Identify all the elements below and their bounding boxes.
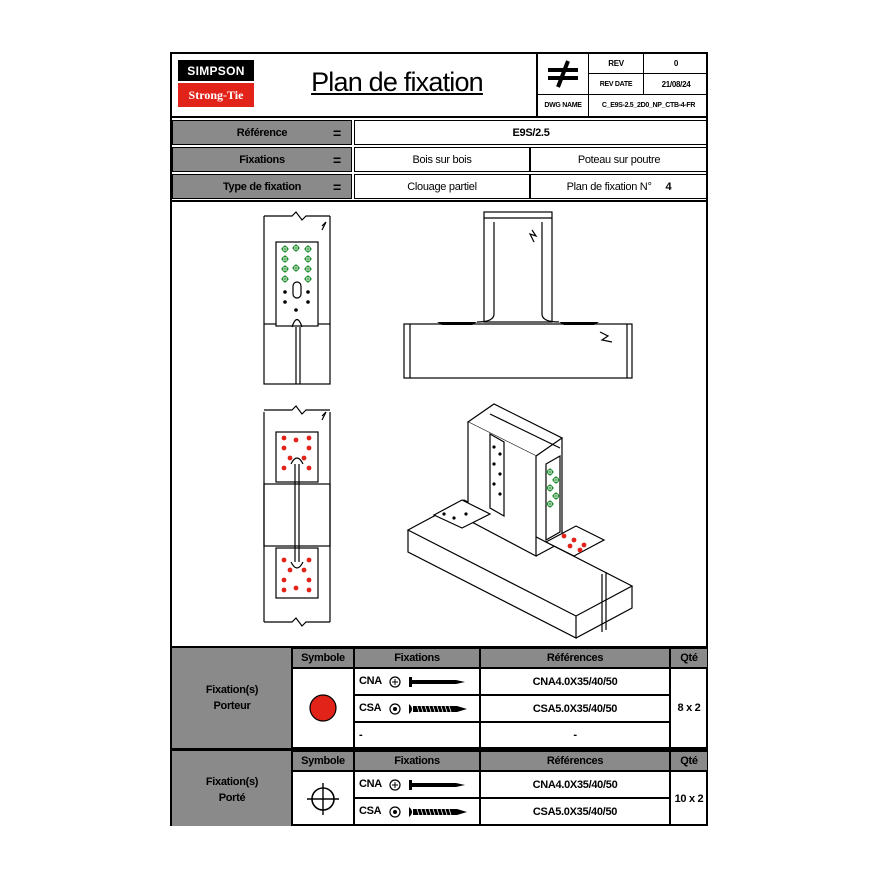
plan-number-cell: Plan de fixation N° 4: [530, 174, 708, 199]
divider: [172, 646, 706, 648]
porte-fixation-row: CSA: [354, 798, 480, 826]
porteur-label-2: Porteur: [213, 700, 251, 712]
porte-col-qte: Qté: [670, 751, 708, 771]
isometric-view: [406, 403, 634, 639]
equals-sign: =: [333, 124, 341, 141]
fixation-type: CSA: [359, 702, 382, 714]
type-value: Clouage partiel: [354, 174, 530, 199]
drawing-sheet: SIMPSON Strong-Tie Plan de fixation DWG …: [170, 52, 708, 826]
reference-label: Référence: [236, 126, 288, 139]
porteur-fixation-row: -: [354, 722, 480, 748]
porteur-group-cell: [172, 648, 292, 748]
porteur-fixation-row: CSA: [354, 695, 480, 722]
dwg-name-label: DWG NAME: [544, 101, 582, 109]
reference-value: E9S/2.5: [354, 120, 708, 145]
connection-drawing: [263, 211, 634, 639]
page-title: Plan de fixation: [311, 66, 484, 97]
fixation-type: CSA: [359, 805, 382, 817]
header-divider: [536, 54, 538, 116]
fixations-value-2: Poteau sur poutre: [530, 147, 708, 172]
porte-group-cell: [172, 751, 292, 826]
red-filled-circle-icon: [309, 694, 337, 722]
porte-label-1: Fixation(s): [205, 776, 259, 788]
info-label-bg: [172, 120, 352, 145]
fixation-type: CNA: [359, 778, 382, 790]
fixation-type: CNA: [359, 675, 382, 687]
plan-view: [263, 405, 331, 627]
green-crosshair-circle-icon: [307, 782, 339, 815]
plan-label: Plan de fixation N°: [566, 180, 652, 193]
header-divider: [538, 94, 708, 95]
type-label: Type de fixation: [222, 180, 302, 193]
porteur-qte: 8 x 2: [670, 668, 708, 748]
strong-tie-logo: Strong-Tie: [178, 83, 254, 107]
cna-nail-icon: [389, 779, 465, 791]
not-equal-icon: [538, 54, 588, 94]
side-view: [403, 211, 633, 379]
csa-screw-icon: [389, 806, 467, 818]
rev-value: 0: [644, 54, 708, 74]
divider: [172, 200, 706, 202]
porte-reference: CNA4.0X35/40/50: [480, 771, 670, 798]
porte-col-symbole: Symbole: [292, 751, 354, 771]
porte-col-fixations: Fixations: [354, 751, 480, 771]
cna-nail-icon: [389, 676, 465, 688]
fixation-type: -: [359, 729, 363, 741]
rev-label: REV: [589, 54, 644, 74]
porteur-reference: CNA4.0X35/40/50: [480, 668, 670, 695]
divider: [172, 116, 706, 118]
dwg-name-value: C_E9S-2.5_2D0_NP_CTB-4-FR: [601, 101, 696, 109]
porteur-fixation-row: CNA: [354, 668, 480, 695]
porte-label-2: Porté: [218, 792, 246, 804]
porteur-symbol-cell: [292, 668, 354, 748]
front-view: [263, 211, 331, 385]
equals-sign: =: [333, 178, 341, 195]
porte-reference: CSA5.0X35/40/50: [480, 798, 670, 826]
rev-date-value: 21/08/24: [661, 79, 691, 89]
porteur-reference: -: [480, 722, 670, 748]
porteur-col-references: Références: [480, 648, 670, 668]
porteur-reference: CSA5.0X35/40/50: [480, 695, 670, 722]
porte-qte: 10 x 2: [670, 771, 708, 826]
rev-date-label: REV DATE: [589, 74, 644, 94]
porte-col-references: Références: [480, 751, 670, 771]
porte-symbol-cell: [292, 771, 354, 826]
porte-fixation-row: CNA: [354, 771, 480, 798]
divider: [172, 748, 706, 751]
plan-number: 4: [665, 180, 672, 193]
porteur-col-symbole: Symbole: [292, 648, 354, 668]
csa-screw-icon: [389, 703, 467, 715]
info-label-bg: [172, 174, 352, 199]
porteur-col-fixations: Fixations: [354, 648, 480, 668]
porteur-label-1: Fixation(s): [205, 684, 259, 696]
fixations-label: Fixations: [239, 153, 285, 166]
info-label-bg: [172, 147, 352, 172]
equals-sign: =: [333, 151, 341, 168]
porteur-col-qte: Qté: [670, 648, 708, 668]
simpson-logo: SIMPSON: [178, 60, 254, 81]
header-divider: [588, 54, 589, 116]
fixations-value-1: Bois sur bois: [354, 147, 530, 172]
